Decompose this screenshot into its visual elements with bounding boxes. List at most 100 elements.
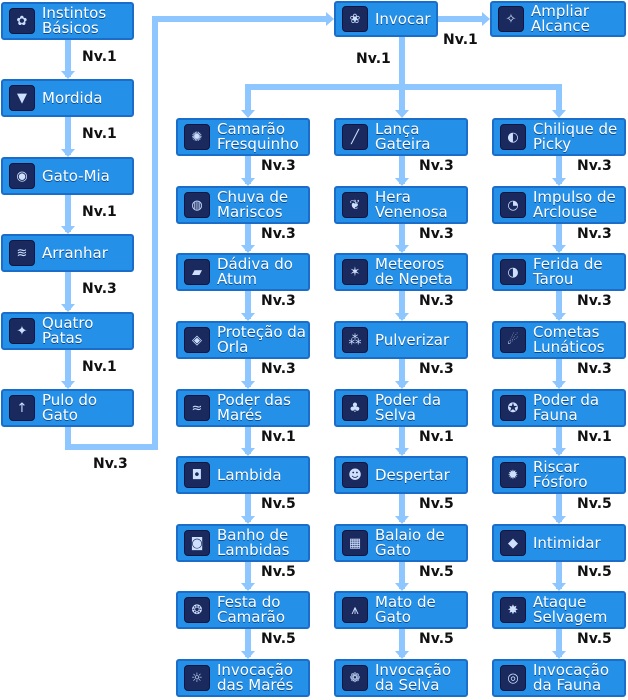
level-requirement: Nv.3 (577, 226, 612, 242)
skill-node[interactable]: ✸Ataque Selvagem (492, 591, 626, 629)
skill-label: Gato-Mia (42, 166, 110, 185)
skill-node[interactable]: ☻ Despertar (334, 456, 468, 494)
skill-label: Chilique de Picky (533, 120, 618, 153)
arrow-down-icon (241, 448, 255, 456)
skill-label: Ataque Selvagem (533, 593, 608, 626)
shore-icon: ◈ (184, 327, 210, 353)
skill-node[interactable]: ❦Hera Venenosa (334, 186, 468, 224)
shrimp-icon: ✺ (184, 124, 210, 150)
level-requirement: Nv.5 (261, 496, 296, 512)
arrow-down-icon (61, 226, 75, 234)
skill-node[interactable]: ✺Camarão Fresquinho (176, 118, 310, 156)
spear-icon: ╱ (342, 124, 368, 150)
picky-icon: ◐ (500, 124, 526, 150)
skill-node[interactable]: ◈Proteção da Orla (176, 321, 310, 359)
skill-label: Impulso de Arclouse (533, 188, 616, 221)
skill-node[interactable]: ◑Ferida de Tarou (492, 253, 626, 291)
arrow-down-icon (241, 583, 255, 591)
skill-node[interactable]: ⩚ Mato de Gato (334, 591, 468, 629)
skill-label: Cometas Lunáticos (533, 323, 605, 356)
meteor-icon: ✶ (342, 259, 368, 285)
intimidate-icon: ◆ (500, 530, 526, 556)
skill-node[interactable]: ▼Mordida (1, 79, 134, 117)
summon-icon: ❀ (342, 6, 368, 32)
level-requirement: Nv.1 (443, 32, 478, 48)
skill-label: Quatro Patas (42, 314, 94, 347)
leap-icon: ↑ (9, 395, 35, 421)
skill-node[interactable]: ◍Chuva de Mariscos (176, 186, 310, 224)
tide-icon: ≈ (184, 395, 210, 421)
arrow-down-icon (61, 149, 75, 157)
arrow-down-icon (552, 178, 566, 186)
invocar-node[interactable]: ❀Invocar (334, 1, 438, 37)
tarou-icon: ◑ (500, 259, 526, 285)
skill-node[interactable]: ╱Lança Gateira (334, 118, 468, 156)
skill-node[interactable]: ◘Lambida (176, 456, 310, 494)
level-requirement: Nv.3 (577, 361, 612, 377)
arrow-down-icon (395, 583, 409, 591)
skill-node[interactable]: ≈Poder das Marés (176, 389, 310, 427)
lick-icon: ◘ (184, 462, 210, 488)
skill-node[interactable]: ✹Riscar Fósforo (492, 456, 626, 494)
skill-label: Mato de Gato (375, 593, 436, 626)
skill-node[interactable]: ⁂Pulverizar (334, 321, 468, 359)
level-requirement: Nv.5 (419, 631, 454, 647)
level-requirement: Nv.5 (577, 496, 612, 512)
arclouse-icon: ◔ (500, 192, 526, 218)
level-requirement: Nv.1 (419, 429, 454, 445)
skill-node[interactable]: ☄Cometas Lunáticos (492, 321, 626, 359)
arrow-down-icon (395, 651, 409, 659)
skill-node[interactable]: ✦ Quatro Patas (1, 312, 134, 350)
jungle-summon-icon: ❁ (342, 665, 368, 691)
ampliar-alcance-node[interactable]: ✧Ampliar Alcance (490, 1, 626, 37)
level-requirement: Nv.3 (419, 361, 454, 377)
skill-node[interactable]: ◙Banho de Lambidas (176, 524, 310, 562)
jungle-icon: ♣ (342, 395, 368, 421)
arrow-down-icon (552, 313, 566, 321)
awaken-icon: ☻ (342, 462, 368, 488)
skill-node[interactable]: ▰ Dádiva do Atum (176, 253, 310, 291)
skill-node[interactable]: ◎Invocação da Fauna (492, 659, 626, 697)
arrow-down-icon (552, 110, 566, 118)
skill-node[interactable]: ✪Poder da Fauna (492, 389, 626, 427)
range-icon: ✧ (498, 6, 524, 32)
skill-label: Banho de Lambidas (217, 526, 290, 559)
tuna-icon: ▰ (184, 259, 210, 285)
arrow-right-icon (326, 12, 334, 26)
skill-node[interactable]: ✿Instintos Básicos (1, 2, 134, 40)
skill-label: Mordida (42, 88, 103, 107)
skill-node[interactable]: ✶Meteoros de Nepeta (334, 253, 468, 291)
skill-node[interactable]: ◆Intimidar (492, 524, 626, 562)
four-paws-icon: ✦ (9, 318, 35, 344)
skill-label: Poder da Fauna (533, 391, 600, 424)
skill-label: Despertar (375, 465, 450, 484)
arrow-down-icon (552, 381, 566, 389)
skill-node[interactable]: ◐ Chilique de Picky (492, 118, 626, 156)
arrow-down-icon (241, 651, 255, 659)
skill-node[interactable]: ▦Balaio de Gato (334, 524, 468, 562)
arrow-down-icon (552, 448, 566, 456)
skill-node[interactable]: ↑ Pulo do Gato (1, 389, 134, 427)
level-requirement: Nv.3 (261, 226, 296, 242)
skill-node[interactable]: ❁Invocação da Selva (334, 659, 468, 697)
skill-label: Pulo do Gato (42, 391, 98, 424)
level-requirement: Nv.1 (577, 429, 612, 445)
skill-node[interactable]: ◔ Impulso de Arclouse (492, 186, 626, 224)
skill-node[interactable]: ◉Gato-Mia (1, 157, 134, 195)
skill-node[interactable]: ☼Invocação das Marés (176, 659, 310, 697)
skill-label: Dádiva do Atum (217, 255, 293, 288)
fauna-summon-icon: ◎ (500, 665, 526, 691)
level-requirement: Nv.5 (419, 564, 454, 580)
skill-label: Riscar Fósforo (533, 458, 588, 491)
level-requirement: Nv.3 (261, 361, 296, 377)
grass-icon: ⩚ (342, 597, 368, 623)
arrow-down-icon (395, 448, 409, 456)
skill-label: Instintos Básicos (42, 4, 107, 37)
skill-node[interactable]: ❂Festa do Camarão (176, 591, 310, 629)
level-requirement: Nv.3 (261, 158, 296, 174)
skill-node[interactable]: ≋Arranhar (1, 234, 134, 272)
level-requirement: Nv.3 (261, 293, 296, 309)
skill-node[interactable]: ♣Poder da Selva (334, 389, 468, 427)
arrow-down-icon (241, 245, 255, 253)
